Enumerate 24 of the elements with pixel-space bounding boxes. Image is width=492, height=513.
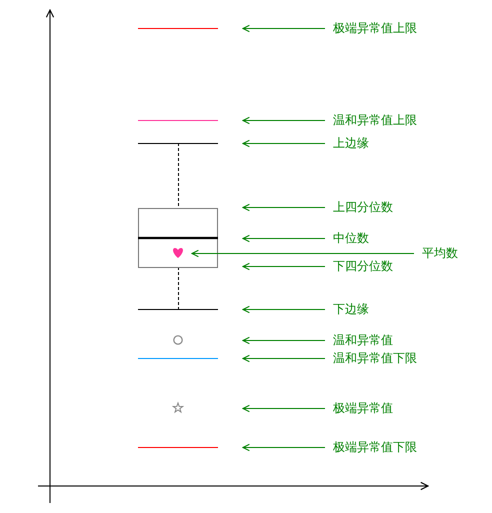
annotation-label: 极端异常值下限 bbox=[333, 439, 417, 455]
annotation-label: 中位数 bbox=[333, 230, 369, 246]
annotation-label: 极端异常值 bbox=[333, 400, 393, 416]
annotation-label: 下边缘 bbox=[333, 301, 369, 317]
leader-arrow bbox=[242, 354, 326, 362]
annotation-label: 下四分位数 bbox=[333, 258, 393, 274]
leader-arrow bbox=[242, 24, 326, 32]
leader-arrow bbox=[242, 262, 326, 270]
leader-arrow bbox=[242, 140, 326, 148]
annotation-label: 上边缘 bbox=[333, 135, 369, 151]
leader-arrow bbox=[242, 234, 326, 242]
annotation-label: 平均数 bbox=[422, 245, 458, 261]
leader-arrow bbox=[242, 336, 326, 344]
annotation-label: 温和异常值 bbox=[333, 332, 393, 348]
leader-arrow bbox=[242, 444, 326, 452]
annotation-label: 上四分位数 bbox=[333, 199, 393, 215]
annotation-label: 温和异常值下限 bbox=[333, 350, 417, 366]
leader-arrow bbox=[242, 404, 326, 412]
leader-arrow bbox=[191, 250, 414, 258]
leader-arrow bbox=[242, 116, 326, 124]
annotation-label: 温和异常值上限 bbox=[333, 112, 417, 128]
leader-arrow bbox=[242, 306, 326, 314]
leader-arrow bbox=[242, 204, 326, 212]
annotation-label: 极端异常值上限 bbox=[333, 20, 417, 36]
